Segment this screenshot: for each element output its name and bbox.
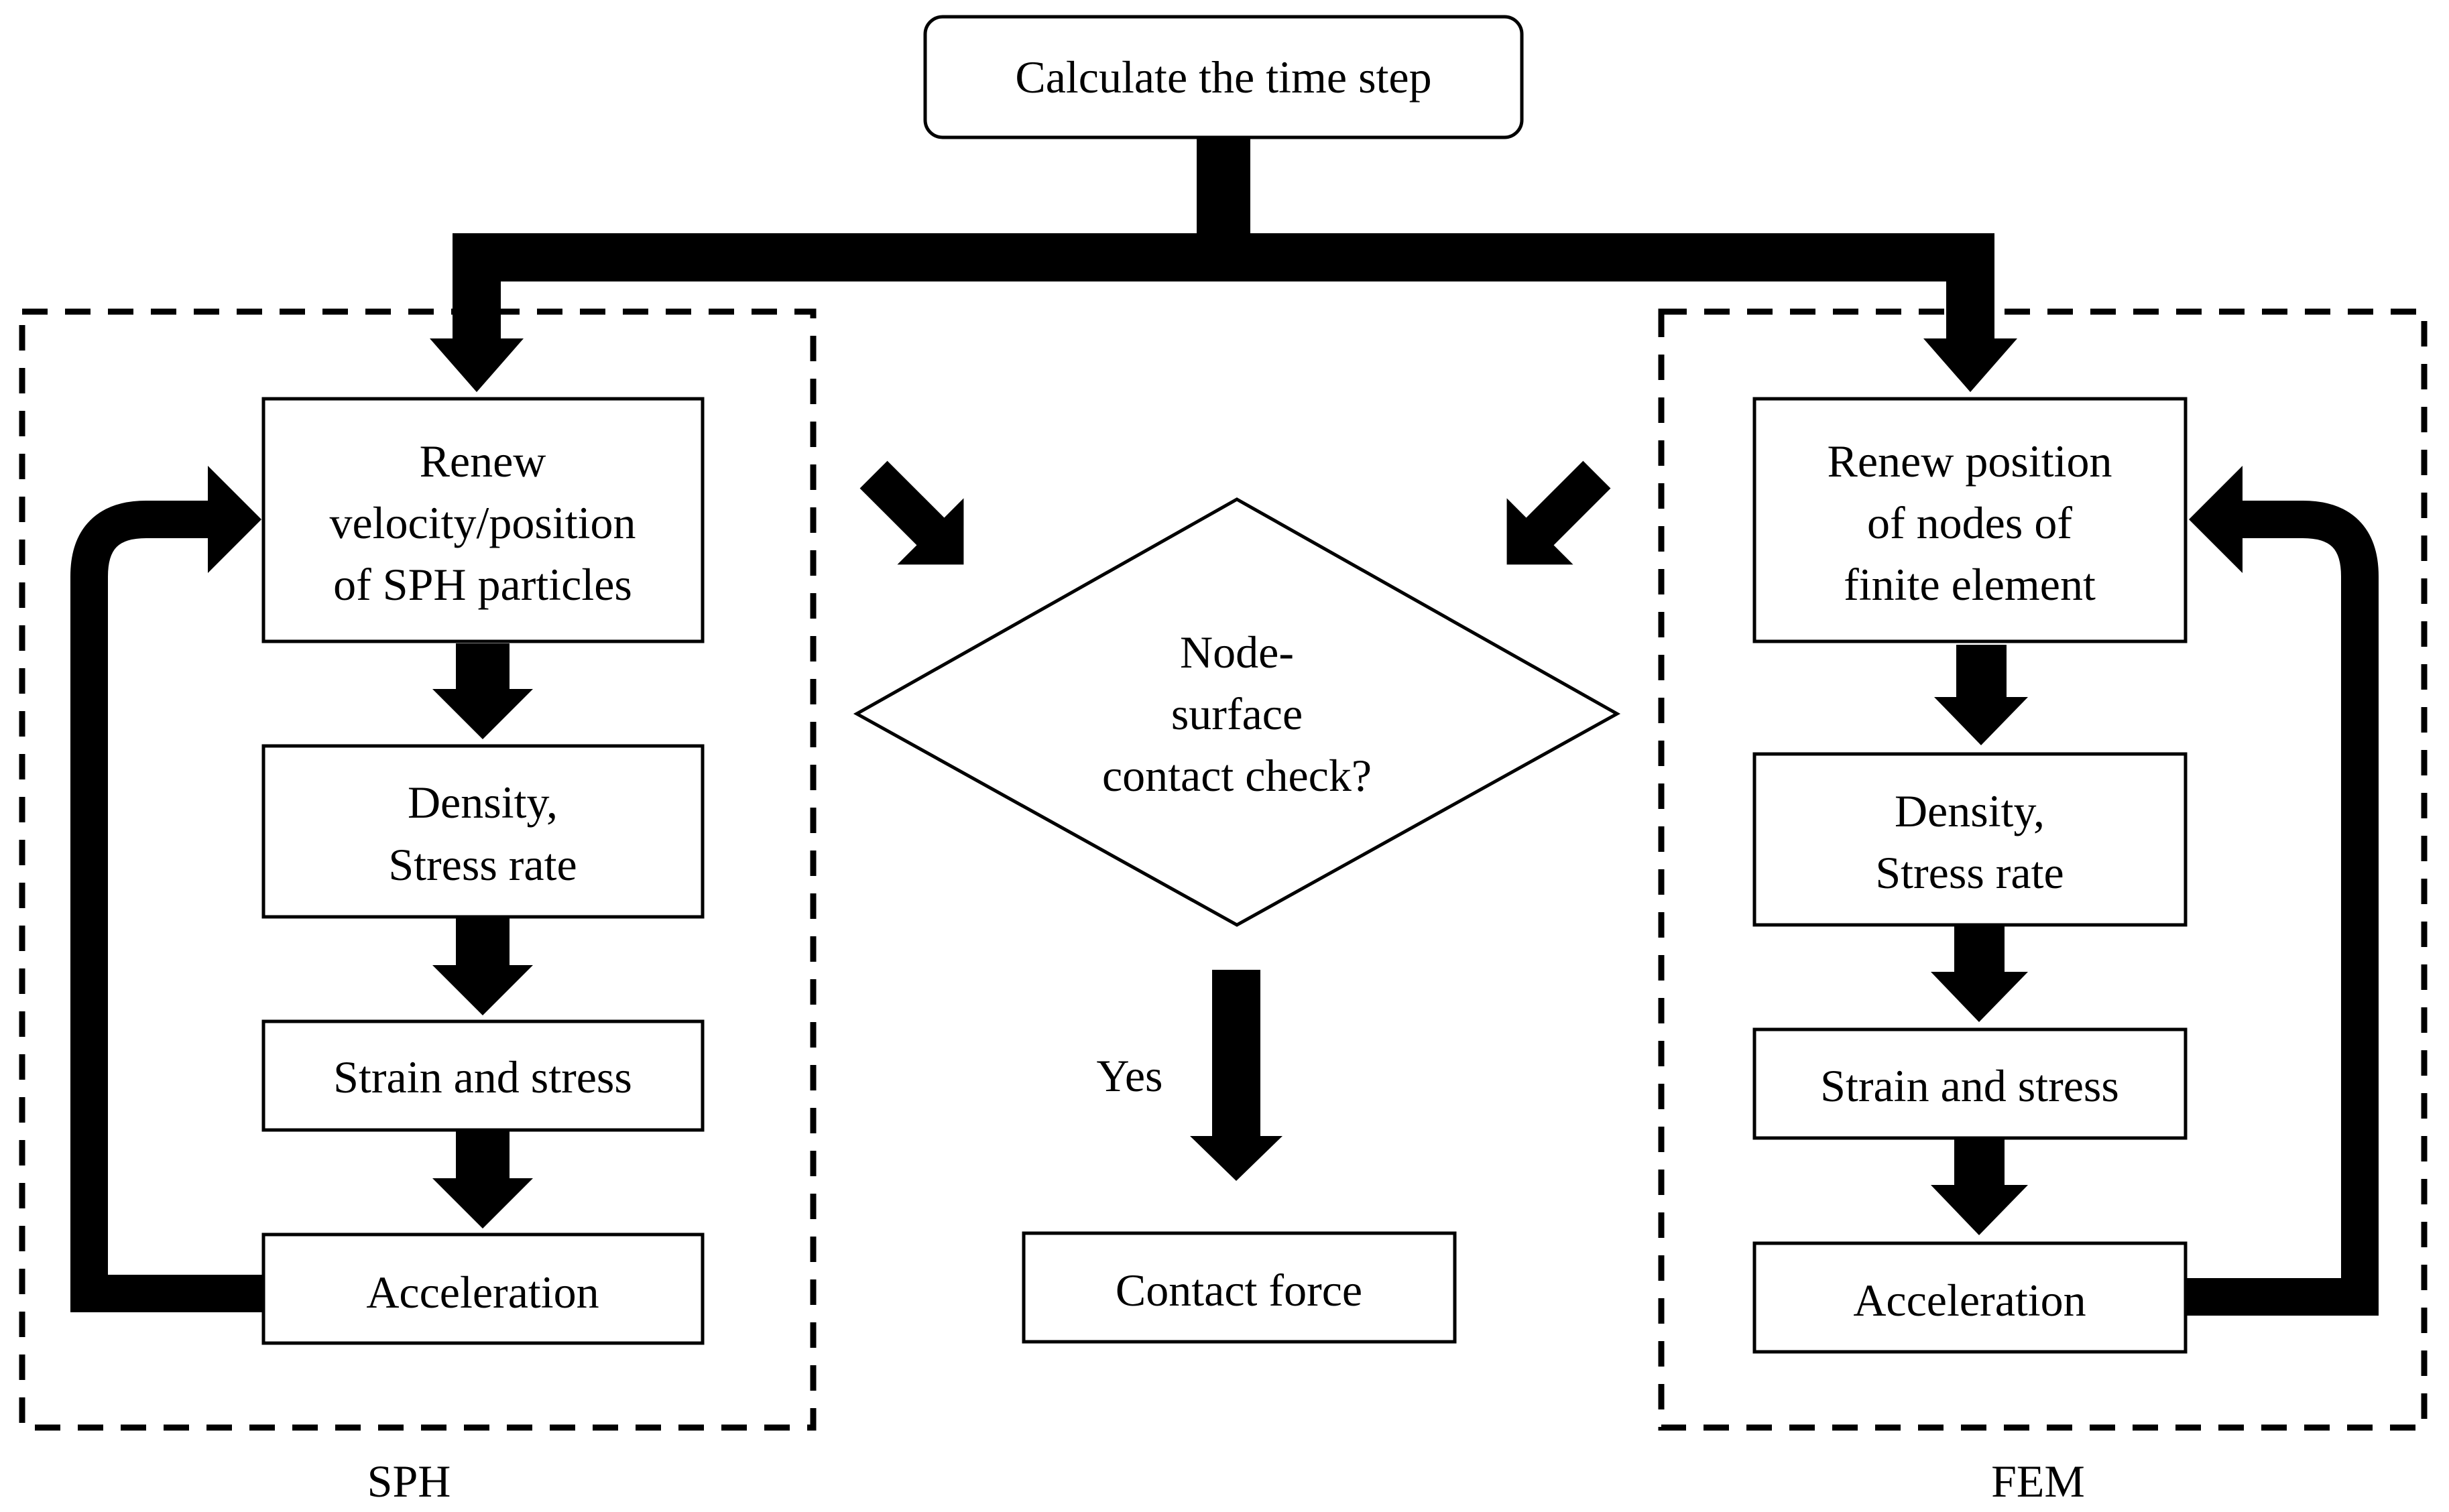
sph-arrow-3-shaft bbox=[456, 1131, 510, 1178]
fem-arrow-3-shaft bbox=[1954, 1139, 2005, 1186]
sph-group-border bbox=[19, 308, 817, 1431]
sph-arrow-1-head bbox=[432, 689, 533, 739]
fem-arrow-3-head bbox=[1931, 1185, 2028, 1235]
contact-check-line-1: Node- bbox=[1180, 627, 1294, 678]
fem-arrow-2-head bbox=[1931, 972, 2028, 1022]
connector-left-stem bbox=[453, 233, 501, 340]
diagonal-arrow-left bbox=[859, 460, 964, 565]
fem-density-line-1: Density, bbox=[1895, 785, 2045, 836]
fem-acceleration-box bbox=[1752, 1241, 2188, 1354]
fem-renew-line-1: Renew position bbox=[1828, 436, 2112, 487]
fem-acceleration-label: Acceleration bbox=[1853, 1275, 2086, 1326]
connector-stem bbox=[1197, 137, 1250, 245]
sph-acceleration-box bbox=[261, 1233, 705, 1345]
sph-acceleration-label: Acceleration bbox=[366, 1267, 599, 1318]
fem-renew-line-3: finite element bbox=[1844, 559, 2096, 610]
contact-check-diamond bbox=[853, 497, 1621, 927]
sph-group-label: SPH bbox=[367, 1456, 451, 1507]
diagonal-arrow-right bbox=[1506, 460, 1611, 565]
sph-renew-line-1: Renew bbox=[420, 436, 546, 487]
sph-density-line-1: Density, bbox=[408, 777, 558, 828]
arrow-to-sph bbox=[430, 338, 524, 392]
sph-density-line-2: Stress rate bbox=[388, 839, 577, 890]
contact-force-box bbox=[1022, 1231, 1457, 1344]
sph-density-box bbox=[261, 744, 705, 919]
sph-renew-box bbox=[261, 397, 705, 643]
sph-renew-line-2: velocity/position bbox=[329, 497, 636, 548]
fem-renew-box bbox=[1752, 397, 2188, 643]
sph-strain-label: Strain and stress bbox=[333, 1052, 632, 1102]
fem-density-line-2: Stress rate bbox=[1875, 847, 2064, 898]
contact-force-label: Contact force bbox=[1116, 1265, 1362, 1316]
sph-renew-line-3: of SPH particles bbox=[333, 559, 632, 610]
fem-feedback-loop bbox=[2186, 501, 2379, 1316]
sph-arrow-2-shaft bbox=[456, 918, 510, 965]
sph-feedback-loop bbox=[70, 501, 263, 1312]
sph-strain-box bbox=[261, 1019, 705, 1132]
fem-group-border bbox=[1658, 308, 2428, 1431]
time-step-label: Calculate the time step bbox=[1015, 52, 1431, 103]
fem-arrow-1-shaft bbox=[1956, 645, 2007, 698]
yes-arrow-head bbox=[1190, 1136, 1282, 1181]
fem-feedback-arrowhead bbox=[2189, 466, 2243, 573]
sph-arrow-1-shaft bbox=[456, 643, 510, 689]
sph-arrow-2-head bbox=[432, 965, 533, 1015]
fem-strain-label: Strain and stress bbox=[1820, 1060, 2119, 1111]
fem-density-box bbox=[1752, 752, 2188, 927]
fem-arrow-1-head bbox=[1934, 697, 2028, 745]
sph-arrow-3-head bbox=[432, 1178, 533, 1228]
contact-check-line-3: contact check? bbox=[1102, 750, 1372, 801]
fem-arrow-2-shaft bbox=[1954, 926, 2005, 973]
fem-group-label: FEM bbox=[1991, 1456, 2085, 1507]
sph-feedback-arrowhead bbox=[208, 466, 261, 573]
yes-arrow-shaft bbox=[1212, 970, 1260, 1137]
connector-bar bbox=[453, 233, 1994, 281]
time-step-box bbox=[923, 15, 1524, 139]
arrow-to-fem bbox=[1923, 338, 2017, 392]
yes-label: Yes bbox=[1097, 1050, 1163, 1101]
fem-renew-line-2: of nodes of bbox=[1867, 497, 2072, 548]
contact-check-line-2: surface bbox=[1171, 688, 1303, 739]
fem-strain-box bbox=[1752, 1027, 2188, 1140]
connector-right-stem bbox=[1946, 233, 1994, 340]
